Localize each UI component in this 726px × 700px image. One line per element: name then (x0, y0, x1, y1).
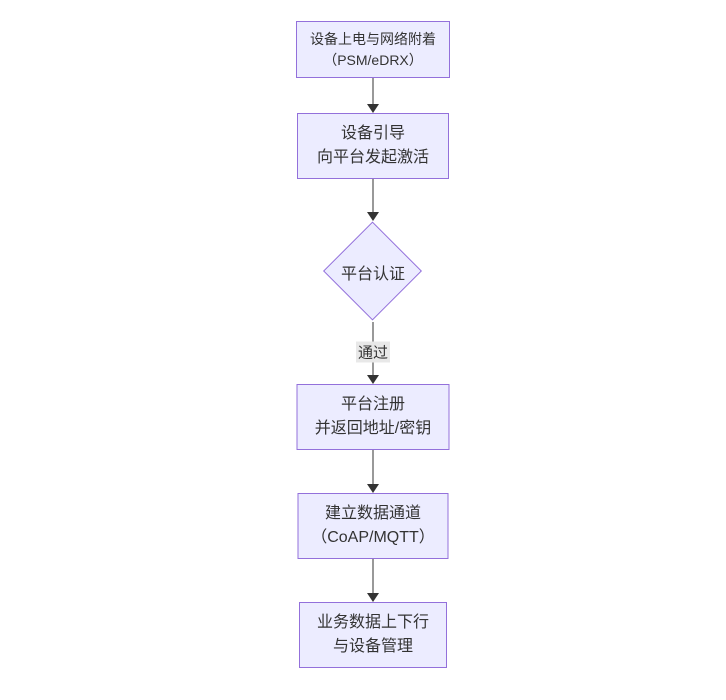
node-label: （CoAP/MQTT） (311, 529, 435, 546)
edge-line (372, 78, 374, 107)
edge-n1-n2 (366, 78, 380, 113)
edge-line (372, 450, 374, 487)
node-label: 平台注册 (340, 396, 405, 413)
edge-n4-n5 (366, 450, 380, 493)
edge-line (372, 179, 374, 215)
arrowhead-icon (367, 375, 379, 384)
arrowhead-icon (367, 212, 379, 221)
edge-line (372, 559, 374, 596)
node-label: 并返回地址/密钥 (314, 420, 432, 437)
node-business-data: 业务数据上下行 与设备管理 (299, 602, 447, 668)
node-data-channel: 建立数据通道 （CoAP/MQTT） (297, 493, 449, 559)
edge-n2-n3 (366, 179, 380, 221)
node-label: （PSM/eDRX） (323, 51, 423, 68)
node-label: 业务数据上下行 (316, 614, 429, 631)
decision-platform-auth: 平台认证 (323, 221, 424, 322)
edge-n3-n4: 通过 (355, 322, 391, 384)
node-label: 与设备管理 (332, 638, 413, 655)
node-label: 平台认证 (340, 265, 405, 283)
arrowhead-icon (367, 593, 379, 602)
node-label: 建立数据通道 (324, 505, 421, 522)
node-label: 设备上电与网络附着 (310, 30, 436, 47)
edge-n5-n6 (366, 559, 380, 602)
arrowhead-icon (367, 104, 379, 113)
arrowhead-icon (367, 484, 379, 493)
node-platform-register: 平台注册 并返回地址/密钥 (296, 384, 450, 450)
node-device-bootstrap: 设备引导 向平台发起激活 (297, 113, 449, 179)
node-label: 设备引导 (340, 125, 405, 142)
node-label: 向平台发起激活 (316, 149, 429, 166)
edge-label-pass: 通过 (355, 341, 391, 363)
node-power-network-attach: 设备上电与网络附着 （PSM/eDRX） (296, 21, 450, 78)
